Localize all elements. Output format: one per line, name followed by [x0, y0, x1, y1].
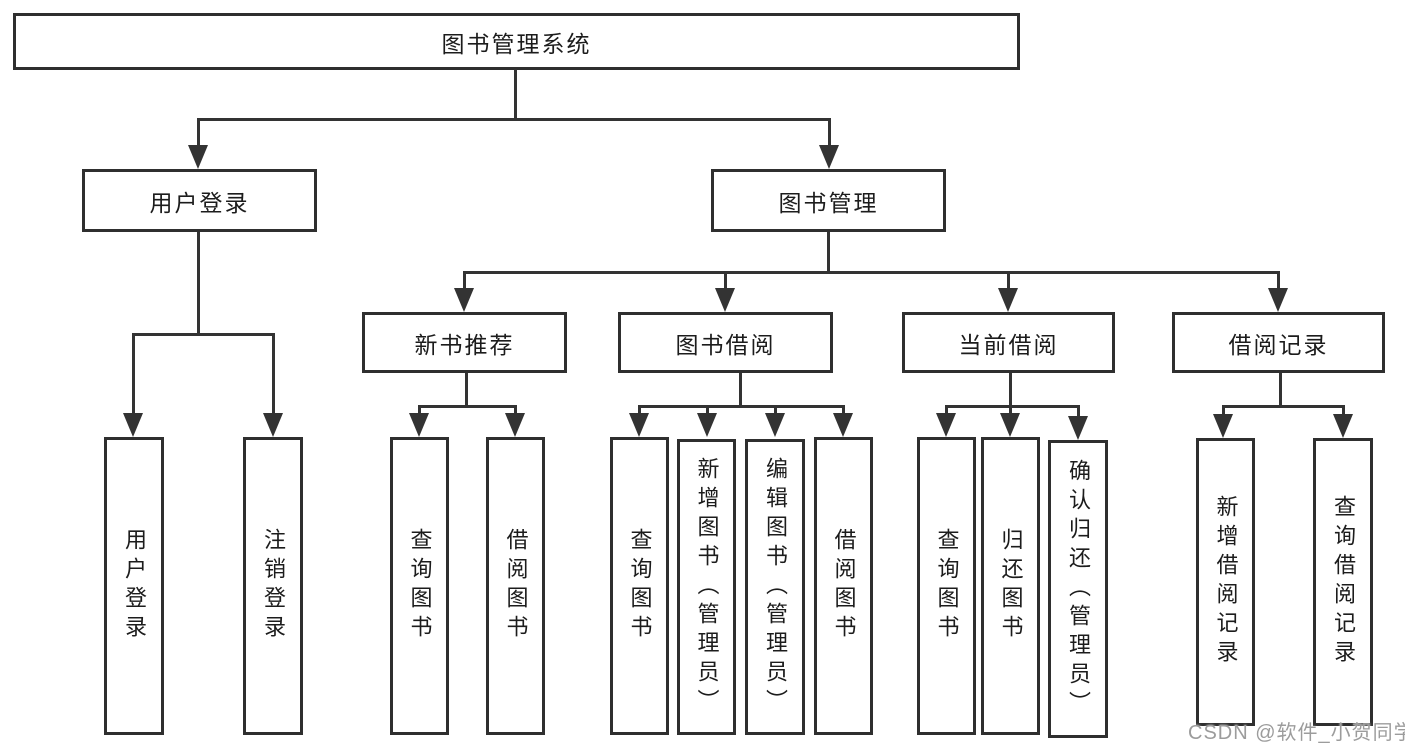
leaf-edit-book-admin: 编辑图书（管理员）: [745, 439, 805, 735]
connector-line: [197, 118, 200, 150]
connector-line: [1007, 271, 1010, 293]
connector-line: [638, 405, 641, 418]
leaf-user-login: 用户登录: [104, 437, 164, 735]
leaf-borrow-books-1: 借阅图书: [486, 437, 545, 735]
node-book-borrow: 图书借阅: [618, 312, 833, 373]
arrow-down-icon: [1213, 414, 1233, 438]
leaf-query-books-3: 查询图书: [917, 437, 976, 735]
leaf-logout: 注销登录: [243, 437, 303, 735]
connector-line: [1222, 405, 1225, 418]
connector-line: [828, 118, 831, 150]
connector-line: [842, 405, 845, 418]
connector-line: [774, 405, 777, 418]
node-book-management: 图书管理: [711, 169, 946, 232]
arrow-down-icon: [1000, 413, 1020, 437]
node-borrow-records: 借阅记录: [1172, 312, 1385, 373]
leaf-query-books-1: 查询图书: [390, 437, 449, 735]
node-user-login: 用户登录: [82, 169, 317, 232]
leaf-return-book: 归还图书: [981, 437, 1040, 735]
connector-line: [724, 271, 727, 293]
connector-line: [197, 118, 831, 121]
arrow-down-icon: [936, 413, 956, 437]
connector-line: [827, 232, 830, 274]
arrow-down-icon: [697, 413, 717, 437]
connector-line: [1009, 405, 1012, 418]
arrow-down-icon: [505, 413, 525, 437]
arrow-down-icon: [409, 413, 429, 437]
arrow-down-icon: [1268, 288, 1288, 312]
arrow-down-icon: [715, 288, 735, 312]
connector-line: [1077, 405, 1080, 418]
connector-line: [1222, 405, 1345, 408]
connector-line: [197, 232, 200, 336]
arrow-down-icon: [188, 145, 208, 169]
connector-line: [945, 405, 948, 418]
connector-line: [463, 271, 466, 293]
leaf-add-book-admin: 新增图书（管理员）: [677, 439, 736, 735]
connector-line: [739, 373, 742, 408]
arrow-down-icon: [765, 413, 785, 437]
leaf-confirm-return-admin: 确认归还（管理员）: [1048, 440, 1108, 738]
watermark: CSDN @软件_小贺同学: [1188, 722, 1405, 744]
arrow-down-icon: [1333, 414, 1353, 438]
arrow-down-icon: [123, 413, 143, 437]
connector-line: [1277, 271, 1280, 293]
connector-line: [463, 271, 1280, 274]
leaf-add-borrow-record: 新增借阅记录: [1196, 438, 1255, 726]
leaf-query-borrow-record: 查询借阅记录: [1313, 438, 1373, 726]
connector-line: [1279, 373, 1282, 408]
arrow-down-icon: [263, 413, 283, 437]
connector-line: [1009, 373, 1012, 408]
arrow-down-icon: [833, 413, 853, 437]
arrow-down-icon: [998, 288, 1018, 312]
arrow-down-icon: [819, 145, 839, 169]
connector-line: [418, 405, 421, 418]
leaf-borrow-books-2: 借阅图书: [814, 437, 873, 735]
connector-line: [132, 333, 275, 336]
connector-line: [1342, 405, 1345, 418]
node-current-borrow: 当前借阅: [902, 312, 1115, 373]
node-new-book-recommend: 新书推荐: [362, 312, 567, 373]
arrow-down-icon: [629, 413, 649, 437]
node-library-system: 图书管理系统: [13, 13, 1020, 70]
connector-line: [465, 373, 468, 408]
arrow-down-icon: [454, 288, 474, 312]
connector-line: [272, 333, 275, 417]
connector-line: [514, 405, 517, 418]
connector-line: [945, 405, 1080, 408]
connector-line: [132, 333, 135, 417]
connector-line: [514, 69, 517, 121]
connector-line: [638, 405, 845, 408]
connector-line: [706, 405, 709, 418]
leaf-query-books-2: 查询图书: [610, 437, 669, 735]
connector-line: [418, 405, 517, 408]
arrow-down-icon: [1068, 416, 1088, 440]
